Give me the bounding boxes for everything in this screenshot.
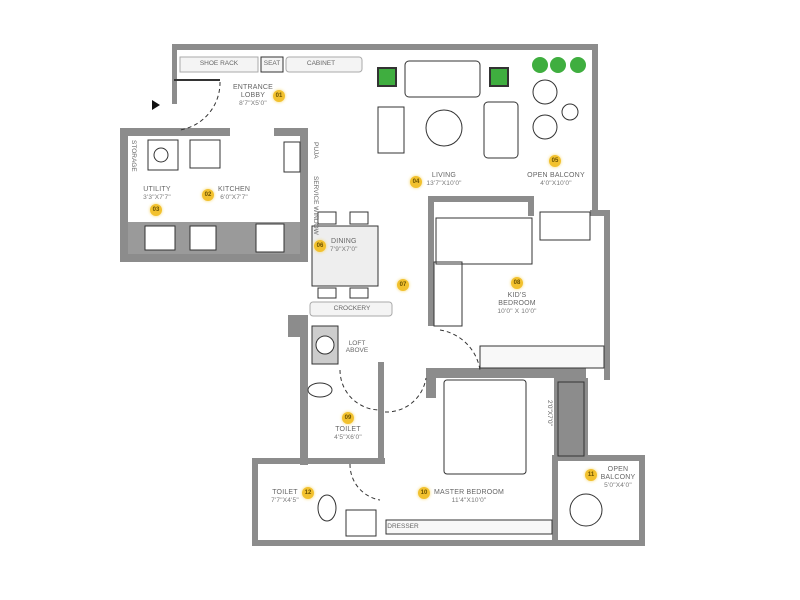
room-name: UTILITY (143, 186, 171, 193)
room-size: 5'0"X4'0" (604, 482, 632, 489)
puja: PUJA (312, 142, 319, 159)
room-badge: 10 (418, 487, 430, 499)
room-size: 6'0"X7'7" (220, 194, 248, 201)
room-badge: 11 (585, 469, 597, 481)
room-badge: 05 (549, 155, 561, 167)
room-size: 11'4"X10'0" (451, 497, 487, 504)
room-name: OPEN BALCONY (527, 172, 585, 179)
room-name: MASTER BEDROOM (434, 489, 505, 496)
wardrobe-size: 2'0"X7'0" (546, 400, 553, 426)
room-badge: 01 (273, 90, 285, 102)
room-size: 10'0" X 10'0" (497, 308, 537, 315)
room-name: ENTRANCE LOBBY (232, 84, 274, 99)
room-badge: 07 (397, 279, 409, 291)
room-size: 8'7"X5'0" (239, 100, 267, 107)
service-window: SERVICE WINDOW (312, 176, 319, 235)
shoe-rack: SHOE RACK (199, 60, 239, 67)
room-name: DINING (331, 238, 357, 245)
room-badge: 06 (314, 240, 326, 252)
room-size: 4'0"X10'0" (540, 180, 572, 187)
room-name: TOILET (335, 426, 361, 433)
room-badge: 08 (511, 277, 523, 289)
room-size: 13'7"X10'0" (426, 180, 462, 187)
room-size: 3'3"X7'7" (143, 194, 171, 201)
furniture (144, 56, 605, 537)
room-badge: 04 (410, 176, 422, 188)
room-size: 4'5"X6'0" (334, 434, 362, 441)
room-name: KID'S BEDROOM (498, 292, 536, 307)
cabinet: CABINET (306, 60, 336, 67)
crockery: CROCKERY (333, 305, 371, 312)
seat: SEAT (263, 60, 281, 67)
room-size: 7'7"X4'5" (271, 497, 299, 504)
storage: STORAGE (130, 140, 137, 172)
room-name: OPEN BALCONY (600, 466, 636, 481)
room-badge: 03 (150, 204, 162, 216)
room-badge: 12 (302, 487, 314, 499)
room-badge: 02 (202, 189, 214, 201)
room-size: 7'9"X7'0" (330, 246, 358, 253)
room-name: TOILET (272, 489, 298, 496)
room-name: LIVING (431, 172, 457, 179)
arrow-right-icon (152, 100, 160, 110)
loft-above: LOFT ABOVE (345, 340, 369, 354)
room-name: KITCHEN (218, 186, 251, 193)
room-badge: 09 (342, 412, 354, 424)
dresser: DRESSER (387, 523, 419, 530)
